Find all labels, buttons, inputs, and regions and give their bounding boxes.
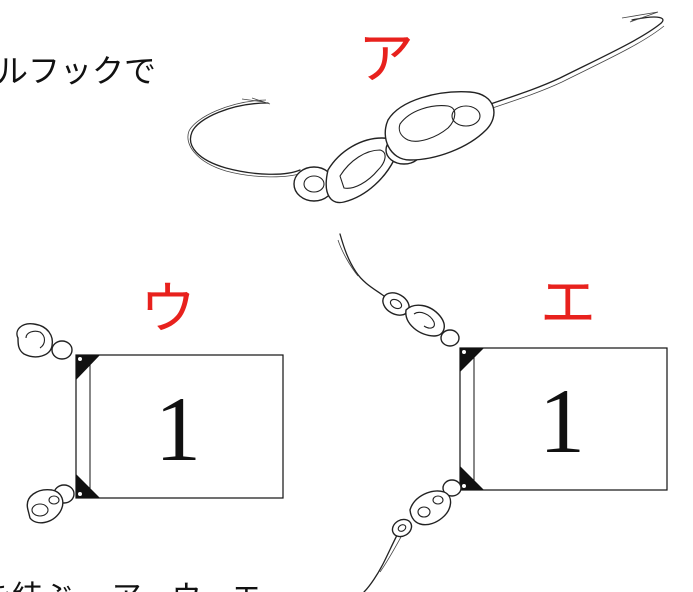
illustration-e: エ 1	[337, 233, 668, 592]
label-u: ウ	[140, 277, 196, 342]
caption-fragment-top: ルフックで	[0, 52, 156, 90]
flag-u-number: 1	[155, 378, 201, 480]
flag-u	[75, 354, 284, 499]
flag-e-number: 1	[539, 370, 585, 472]
flag-e	[459, 347, 668, 491]
label-e: エ	[540, 271, 596, 336]
illustration-u: ウ 1	[16, 277, 284, 524]
illustration-a: ア	[187, 11, 665, 204]
caption-fragment-bottom: を結ぶ。 ア・ウ・エ	[0, 580, 262, 592]
label-a: ア	[358, 27, 414, 92]
